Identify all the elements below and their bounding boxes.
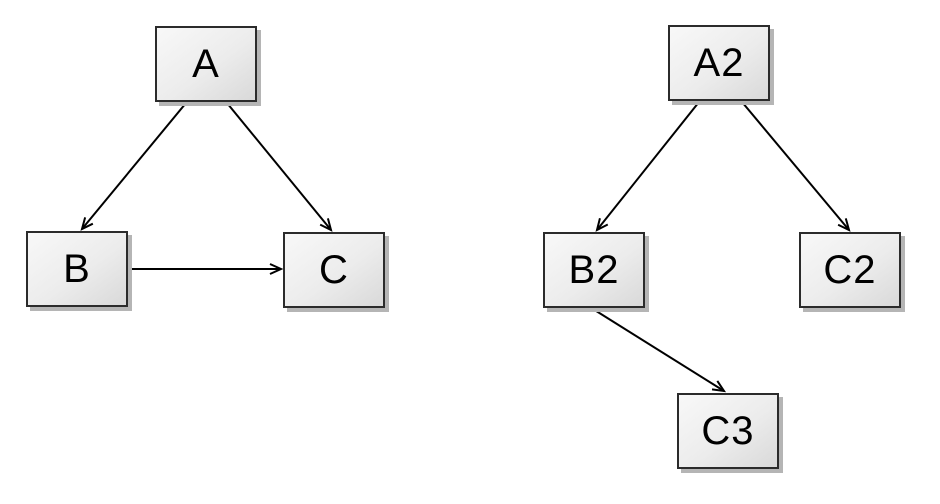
- node-b2-label: B2: [568, 248, 620, 292]
- node-a2[interactable]: A2: [668, 25, 770, 101]
- edge-a-to-c[interactable]: [226, 102, 333, 232]
- node-c3-label: C3: [701, 409, 755, 453]
- node-c[interactable]: C: [283, 232, 385, 308]
- node-c3[interactable]: C3: [677, 393, 779, 469]
- node-b[interactable]: B: [26, 231, 128, 307]
- node-c-label: C: [319, 248, 349, 292]
- edge-b2-to-c3[interactable]: [592, 308, 727, 393]
- node-b-label: B: [63, 247, 91, 291]
- edge-a2-to-c2[interactable]: [741, 101, 851, 232]
- node-b2[interactable]: B2: [543, 232, 645, 308]
- edge-a-to-b[interactable]: [80, 102, 187, 231]
- node-a2-label: A2: [693, 41, 745, 85]
- node-a[interactable]: A: [155, 26, 257, 102]
- node-c2[interactable]: C2: [799, 232, 901, 308]
- node-c2-label: C2: [823, 248, 877, 292]
- edge-a2-to-b2[interactable]: [595, 101, 700, 232]
- node-a-label: A: [192, 42, 220, 86]
